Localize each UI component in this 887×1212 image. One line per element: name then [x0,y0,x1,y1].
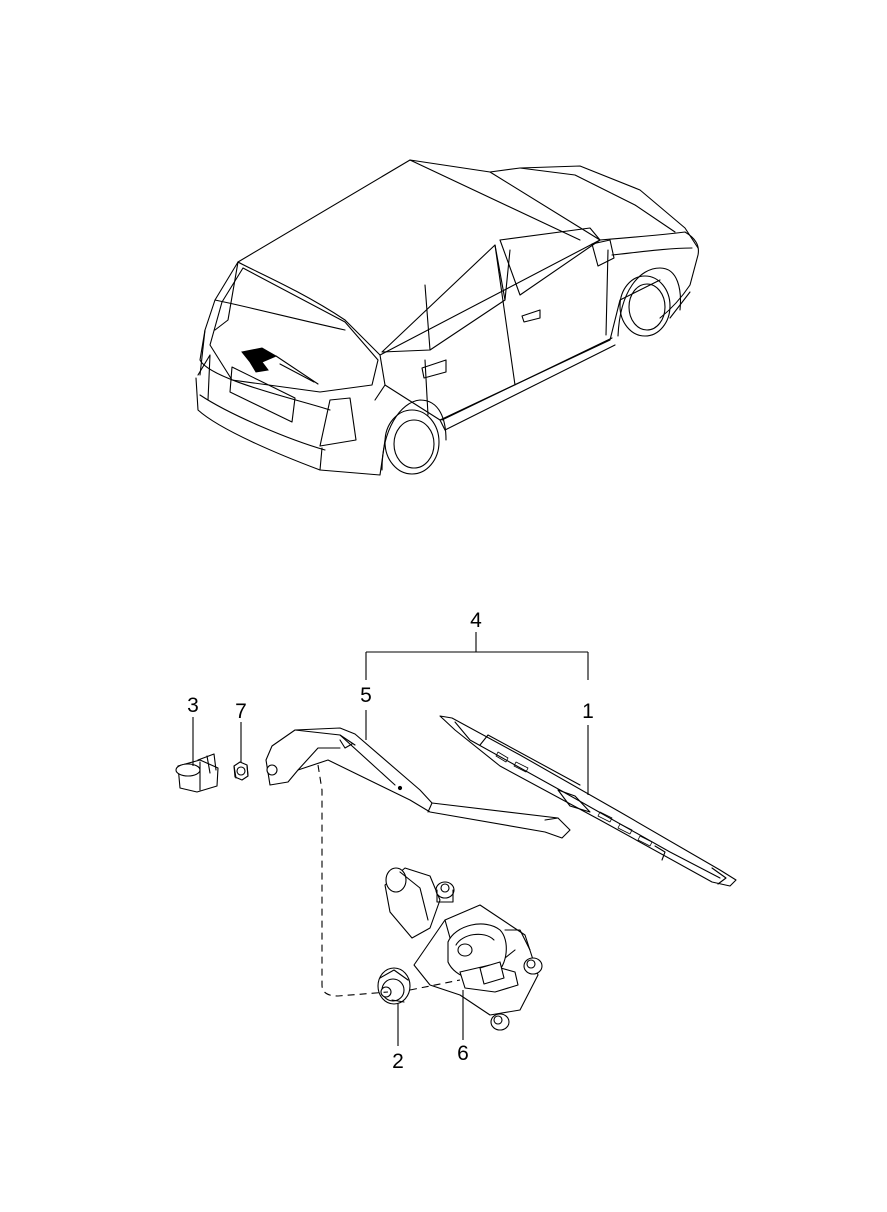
callout-4: 4 [470,609,482,632]
part-5-wiper-arm [265,727,571,839]
callout-5: 5 [360,684,372,707]
vehicle-illustration [195,159,699,476]
part-3-cap [175,753,219,793]
callout-labels: 4 5 1 3 7 2 6 [187,609,594,1073]
part-2-grommet [377,967,411,1005]
callout-2: 2 [392,1050,404,1073]
part-6-wiper-motor [384,867,543,1031]
callout-1: 1 [582,700,594,723]
callout-6: 6 [457,1042,469,1065]
callout-7: 7 [235,700,247,723]
callout-3: 3 [187,694,199,717]
leader-lines [192,632,589,1046]
part-7-nut [233,761,249,781]
part-1-wiper-blade [439,715,737,887]
